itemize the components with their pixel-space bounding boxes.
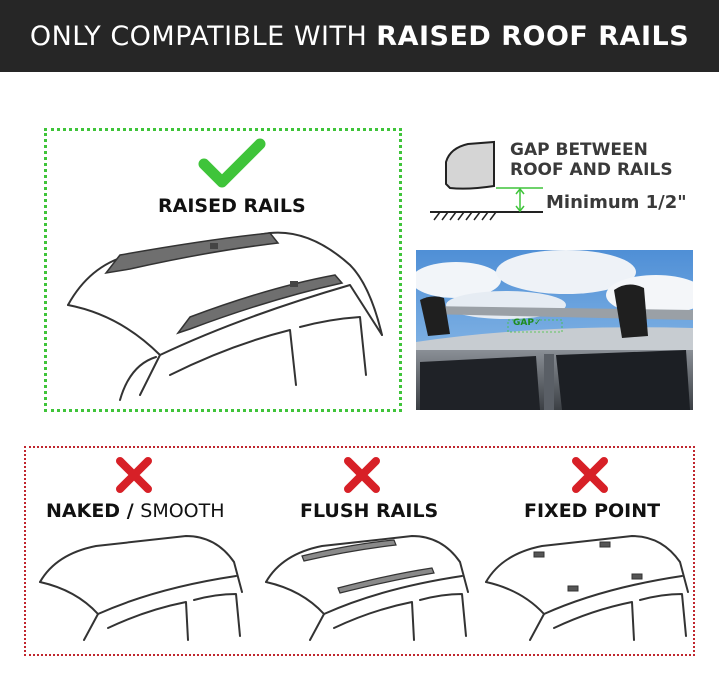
gap-title: GAP BETWEEN ROOF AND RAILS — [510, 140, 673, 180]
gap-title-line1: GAP BETWEEN — [510, 140, 648, 160]
checkmark-icon — [198, 138, 266, 188]
cross-icon — [116, 457, 152, 493]
header-banner: ONLY COMPATIBLE WITH RAISED ROOF RAILS — [0, 0, 719, 72]
minimum-gap-label: Minimum 1/2" — [546, 192, 687, 213]
raised-rails-label: RAISED RAILS — [158, 195, 306, 217]
gap-diagram — [430, 140, 543, 221]
naked-roof-car-illustration — [39, 535, 243, 641]
cross-icon — [572, 457, 608, 493]
fixed-point-label: FIXED POINT — [524, 500, 661, 522]
naked-label: NAKED / — [46, 500, 134, 522]
compatible-panel — [44, 128, 402, 412]
banner-prefix: ONLY COMPATIBLE WITH — [29, 20, 368, 52]
fixed-point-car-illustration — [485, 535, 689, 641]
smooth-label: SMOOTH — [140, 500, 225, 522]
cross-icon — [344, 457, 380, 493]
banner-emphasis: RAISED ROOF RAILS — [376, 20, 690, 52]
flush-rails-car-illustration — [265, 535, 469, 641]
roof-rails-photo — [416, 250, 693, 410]
incompatible-panel — [24, 446, 695, 656]
gap-title-line2: ROOF AND RAILS — [510, 160, 673, 180]
naked-smooth-label: NAKED / SMOOTH — [46, 500, 225, 522]
flush-rails-label: FLUSH RAILS — [300, 500, 439, 522]
photo-gap-label: GAP✓ — [513, 318, 542, 328]
raised-rails-car-illustration — [67, 231, 383, 401]
